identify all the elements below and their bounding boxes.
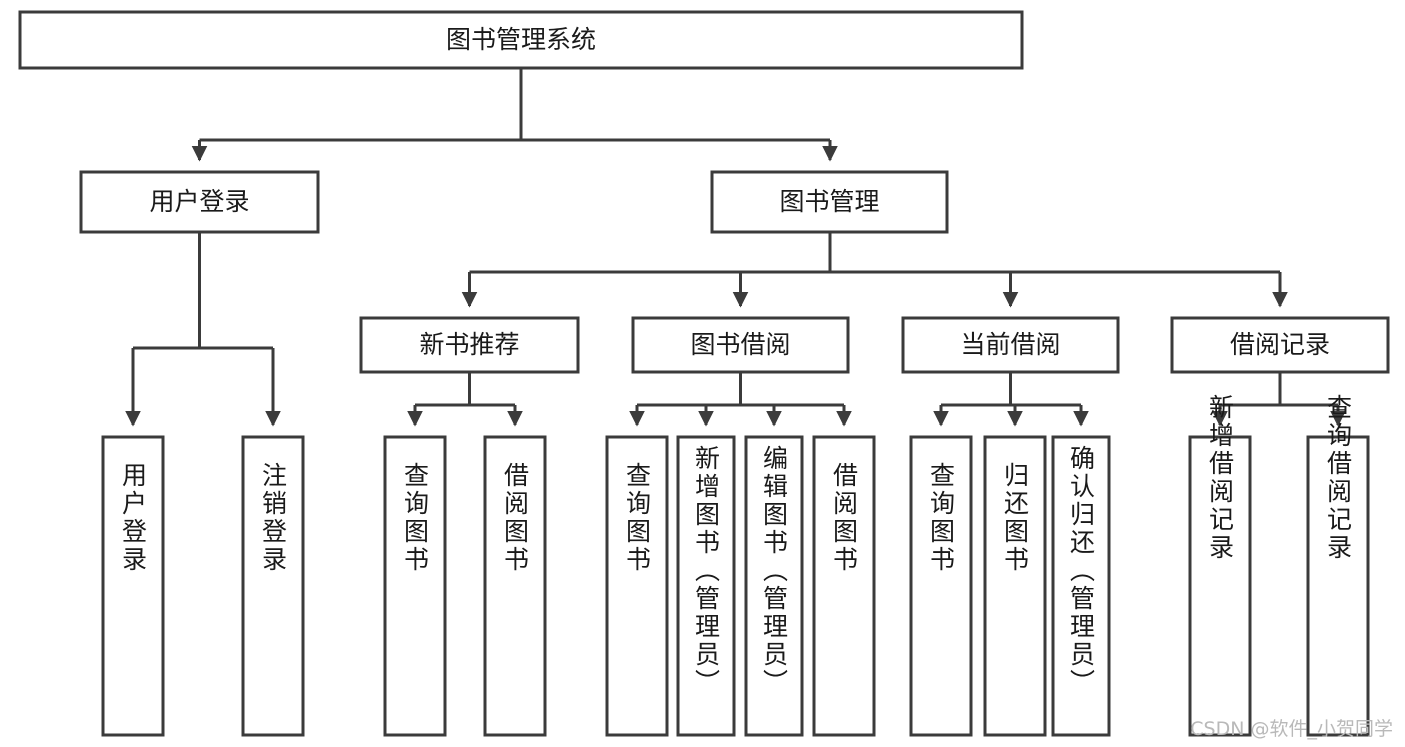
leaf-add-book-admin-box[interactable]: [676, 435, 736, 737]
leaf-newbook-borrow-book[interactable]: 借阅图书: [483, 435, 547, 737]
leaf-add-borrow-record[interactable]: 新增借阅记录: [1188, 394, 1252, 737]
node-book-management-label: 图书管理: [779, 187, 879, 216]
leaf-newbook-query-book-box[interactable]: [383, 435, 447, 737]
leaf-current-query-book-label: 查询图书: [927, 462, 956, 574]
node-root-box[interactable]: [18, 10, 1024, 70]
leaf-query-borrow-record-label: 查询借阅记录: [1324, 394, 1353, 562]
node-user-login-label: 用户登录: [149, 187, 249, 216]
node-user-login[interactable]: 用户登录: [79, 170, 320, 234]
leaf-borrow-book-box[interactable]: [812, 435, 876, 737]
leaf-logout-box[interactable]: [241, 435, 305, 737]
node-root[interactable]: 图书管理系统: [18, 10, 1024, 70]
node-current-borrow-label: 当前借阅: [960, 330, 1060, 359]
node-new-book-recommend-box[interactable]: [359, 316, 580, 374]
leaf-borrow-book[interactable]: 借阅图书: [812, 435, 876, 737]
leaf-borrow-query-book-label: 查询图书: [623, 462, 652, 574]
leaf-edit-book-admin-label: 编辑图书（管理员）: [760, 445, 789, 697]
leaf-user-login[interactable]: 用户登录: [101, 435, 165, 737]
node-current-borrow-box[interactable]: [901, 316, 1120, 374]
leaf-query-borrow-record-box[interactable]: [1306, 435, 1370, 737]
node-book-borrow-label: 图书借阅: [690, 330, 790, 359]
node-new-book-recommend[interactable]: 新书推荐: [359, 316, 580, 374]
leaf-borrow-book-label: 借阅图书: [830, 462, 859, 574]
leaf-newbook-query-book[interactable]: 查询图书: [383, 435, 447, 737]
leaf-confirm-return-admin-label: 确认归还（管理员）: [1067, 445, 1096, 697]
leaf-newbook-borrow-book-label: 借阅图书: [501, 462, 530, 574]
node-book-management[interactable]: 图书管理: [710, 170, 949, 234]
leaf-return-book[interactable]: 归还图书: [983, 435, 1047, 737]
connector-layer: [125, 68, 1346, 427]
leaf-user-login-box[interactable]: [101, 435, 165, 737]
leaf-user-login-label: 用户登录: [119, 462, 148, 574]
leaf-add-borrow-record-label: 新增借阅记录: [1206, 394, 1235, 562]
leaf-confirm-return-admin[interactable]: 确认归还（管理员）: [1051, 435, 1111, 737]
leaf-add-borrow-record-box[interactable]: [1188, 435, 1252, 737]
leaf-logout-label: 注销登录: [259, 462, 288, 574]
leaf-current-query-book-box[interactable]: [909, 435, 973, 737]
leaf-return-book-label: 归还图书: [1001, 462, 1030, 574]
leaf-return-book-box[interactable]: [983, 435, 1047, 737]
leaf-add-book-admin-label: 新增图书（管理员）: [692, 445, 721, 697]
node-root-label: 图书管理系统: [446, 25, 596, 54]
leaf-borrow-query-book[interactable]: 查询图书: [605, 435, 669, 737]
node-borrow-record-label: 借阅记录: [1230, 330, 1330, 359]
leaf-newbook-borrow-book-box[interactable]: [483, 435, 547, 737]
leaf-edit-book-admin[interactable]: 编辑图书（管理员）: [744, 435, 804, 737]
leaf-borrow-query-book-box[interactable]: [605, 435, 669, 737]
leaf-current-query-book[interactable]: 查询图书: [909, 435, 973, 737]
node-user-login-box[interactable]: [79, 170, 320, 234]
node-current-borrow[interactable]: 当前借阅: [901, 316, 1120, 374]
node-borrow-record[interactable]: 借阅记录: [1170, 316, 1390, 374]
leaf-edit-book-admin-box[interactable]: [744, 435, 804, 737]
leaf-confirm-return-admin-box[interactable]: [1051, 435, 1111, 737]
node-borrow-record-box[interactable]: [1170, 316, 1390, 374]
leaf-query-borrow-record[interactable]: 查询借阅记录: [1306, 394, 1370, 737]
node-book-borrow-box[interactable]: [631, 316, 850, 374]
leaf-newbook-query-book-label: 查询图书: [401, 462, 430, 574]
node-book-management-box[interactable]: [710, 170, 949, 234]
leaf-add-book-admin[interactable]: 新增图书（管理员）: [676, 435, 736, 737]
node-new-book-recommend-label: 新书推荐: [419, 330, 519, 359]
node-book-borrow[interactable]: 图书借阅: [631, 316, 850, 374]
leaf-logout[interactable]: 注销登录: [241, 435, 305, 737]
